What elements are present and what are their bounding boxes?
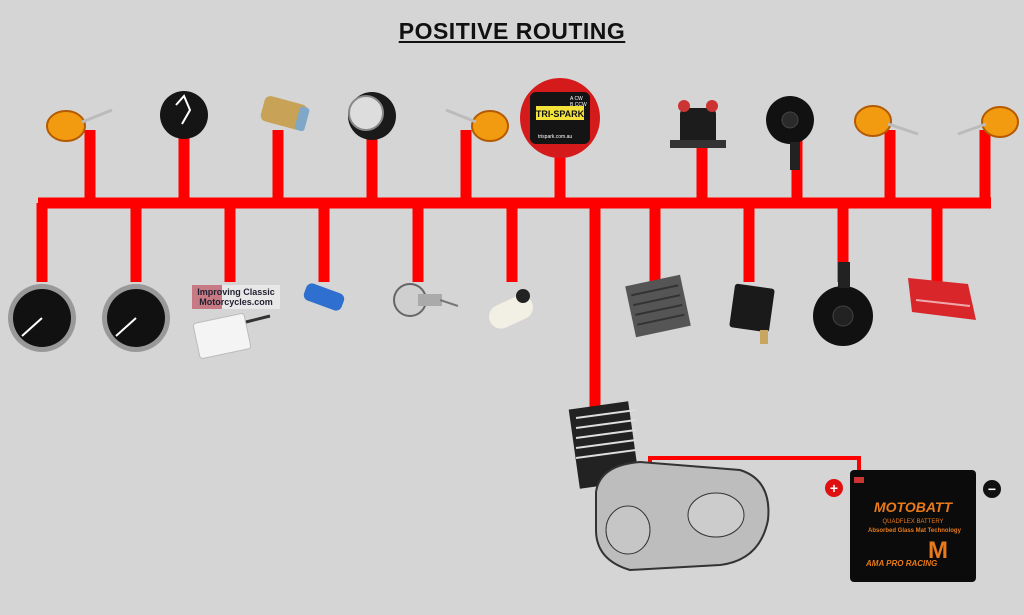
battery-line: QUADFLEX BATTERY [882,519,943,525]
relay-icon [729,283,775,344]
tail-light-icon [908,278,976,320]
indicator-icon [445,108,509,142]
battery-icon: MOTOBATT QUADFLEX BATTERY Absorbed Glass… [825,470,1001,582]
ignition-module-icon: TRI-SPARK A CW B CCW trispark.com.au [520,78,600,158]
trispark-option-a: A CW [570,96,583,102]
starter-solenoid-icon [670,100,726,148]
indicator-right-icon [957,106,1019,138]
positive-terminal-icon: + [830,480,838,496]
capsule-icon [489,289,533,329]
speedometer-icon [102,284,170,352]
battery-badge: AMA PRO RACING [865,559,937,568]
bulb-icon [303,283,345,311]
battery-brand: MOTOBATT [874,499,953,515]
trispark-brand: TRI-SPARK [536,109,585,119]
horn-icon [766,96,814,170]
control-module-icon: Improving Classic Motorcycles.com [192,285,280,359]
battery-logo: M [928,537,948,564]
horn-icon [813,262,873,346]
gauge-icon [160,91,208,139]
icm-logo-line1: Improving Classic [197,287,275,297]
engine-icon [568,401,770,572]
diagram-title: POSITIVE ROUTING [398,18,626,44]
inline-filter-icon [260,96,310,132]
battery-tech: Absorbed Glass Mat Technology [868,528,962,534]
icm-logo-line2: Motorcycles.com [199,297,273,307]
indicator-icon [854,105,919,137]
headlight-icon [348,92,396,140]
tachometer-icon [8,284,76,352]
negative-terminal-icon: − [988,481,996,497]
trispark-website: trispark.com.au [538,134,572,140]
regulator-rectifier-icon [625,274,691,338]
bulb-holder-icon [393,283,459,317]
indicator-left-icon [46,108,113,142]
trispark-option-b: B CCW [570,102,587,108]
